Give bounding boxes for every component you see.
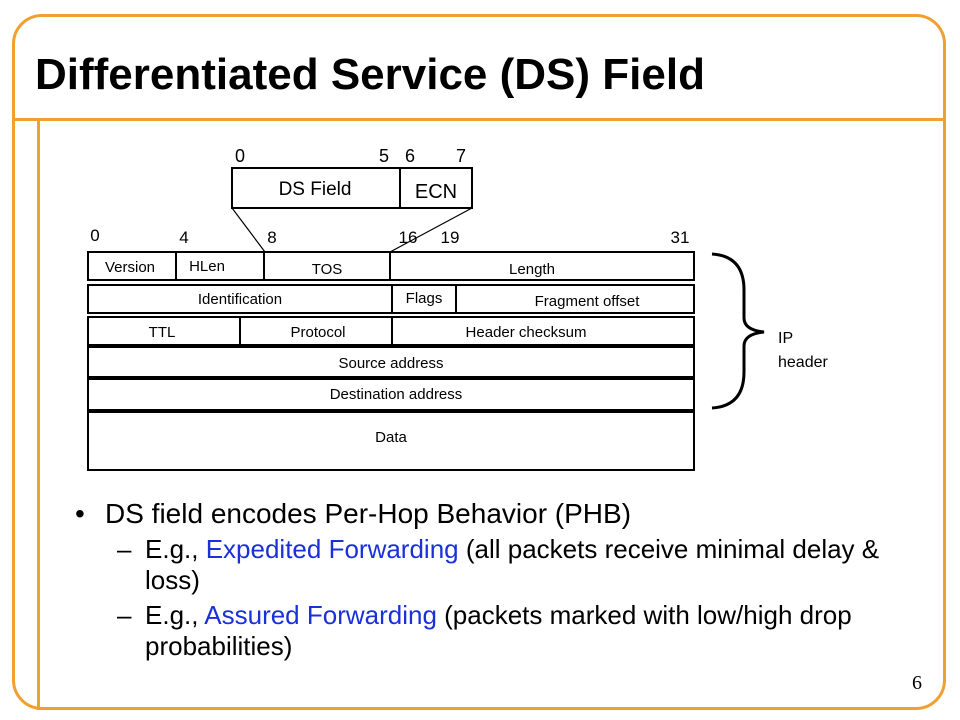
- sub-bullet-assured: – E.g., Assured Forwarding (packets mark…: [75, 600, 895, 662]
- ttl-label: TTL: [149, 324, 176, 341]
- ds-field-label: DS Field: [279, 179, 352, 200]
- ip-bit-8: 8: [267, 228, 276, 247]
- ds-bit-7: 7: [456, 146, 466, 166]
- ip-bit-16: 16: [399, 228, 418, 247]
- sub2-rest: (packets marked with low/high drop proba…: [145, 600, 852, 661]
- protocol-label: Protocol: [290, 324, 345, 341]
- dash-icon: –: [117, 600, 132, 630]
- version-label: Version: [105, 259, 155, 276]
- bullet-list: • DS field encodes Per-Hop Behavior (PHB…: [75, 498, 895, 662]
- sub1-rest: (all packets receive minimal delay & los…: [145, 534, 880, 595]
- bullet-dot-icon: •: [75, 498, 85, 529]
- title-divider: [12, 118, 946, 121]
- ds-bit-6: 6: [405, 146, 415, 166]
- sub-bullet-expedited: – E.g., Expedited Forwarding (all packet…: [75, 534, 895, 596]
- bullet-main-text: DS field encodes Per-Hop Behavior (PHB): [105, 498, 632, 529]
- ds-octet-box: [231, 167, 473, 209]
- ip-bit-19: 19: [441, 228, 460, 247]
- bullet-main: • DS field encodes Per-Hop Behavior (PHB…: [75, 498, 895, 530]
- ds-bit-5: 5: [379, 146, 389, 166]
- length-cell: [389, 251, 695, 281]
- identification-label: Identification: [198, 291, 282, 308]
- checksum-cell: [391, 316, 695, 346]
- source-address-label: Source address: [338, 355, 443, 372]
- brace-label-header: header: [778, 354, 828, 371]
- source-address-cell: [87, 346, 695, 378]
- data-label: Data: [375, 429, 407, 446]
- ecn-label: ECN: [415, 181, 457, 203]
- data-cell: [87, 411, 695, 471]
- length-label: Length: [509, 261, 555, 278]
- hlen-label: HLen: [189, 258, 225, 275]
- page-number: 6: [912, 672, 922, 694]
- slide-frame: [12, 14, 946, 710]
- slide-title: Differentiated Service (DS) Field: [35, 50, 705, 99]
- destination-address-cell: [87, 378, 695, 411]
- left-accent-bar: [37, 121, 40, 710]
- assured-forwarding-term: Assured Forwarding: [204, 600, 437, 630]
- zoom-line-right: [389, 207, 473, 253]
- zoom-line-left: [231, 207, 266, 253]
- fragment-offset-label: Fragment offset: [535, 293, 641, 310]
- fragment-offset-cell: [455, 284, 695, 314]
- ip-bit-31: 31: [671, 228, 690, 247]
- destination-address-label: Destination address: [330, 386, 463, 403]
- sub1-prefix: E.g.,: [145, 534, 206, 564]
- ds-bit-0: 0: [235, 146, 245, 166]
- dash-icon: –: [117, 534, 132, 564]
- ip-bit-4: 4: [179, 228, 188, 247]
- ip-bit-0: 0: [90, 226, 99, 245]
- ip-header-brace: [711, 252, 765, 410]
- sub2-prefix: E.g.,: [145, 600, 205, 630]
- tos-label: TOS: [312, 261, 343, 278]
- flags-label: Flags: [406, 290, 443, 307]
- brace-label-ip: IP: [778, 330, 793, 347]
- checksum-label: Header checksum: [466, 324, 587, 341]
- expedited-forwarding-term: Expedited Forwarding: [205, 534, 459, 564]
